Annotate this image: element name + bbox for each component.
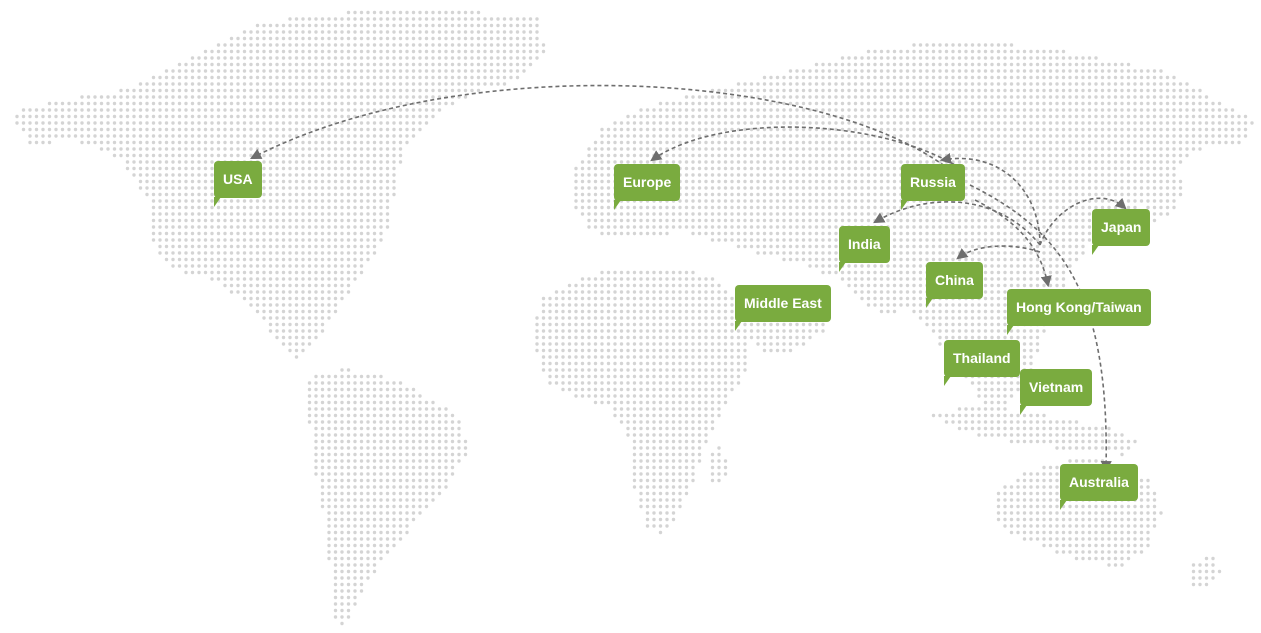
region-label-usa[interactable]: USA xyxy=(214,161,262,207)
region-label-europe[interactable]: Europe xyxy=(614,164,681,210)
route-to-japan xyxy=(1039,197,1127,246)
region-name: Japan xyxy=(1101,219,1142,235)
region-name: China xyxy=(935,272,974,288)
region-label-australia[interactable]: Australia xyxy=(1060,464,1138,510)
region-label-india[interactable]: India xyxy=(839,226,890,272)
region-label-china[interactable]: China xyxy=(926,262,983,308)
bubble-tail xyxy=(926,298,933,308)
route-to-australia xyxy=(969,184,1112,473)
continent-dots xyxy=(15,10,1254,626)
bubble-tail xyxy=(1007,325,1014,335)
region-label-hong-kong-taiwan[interactable]: Hong Kong/Taiwan xyxy=(1007,289,1151,335)
bubble-tail xyxy=(901,200,908,210)
region-label-vietnam[interactable]: Vietnam xyxy=(1020,369,1093,415)
region-name: Hong Kong/Taiwan xyxy=(1016,299,1142,315)
route-to-china xyxy=(956,245,1041,260)
region-label-middle-east[interactable]: Middle East xyxy=(735,285,831,331)
route-to-usa xyxy=(250,84,951,171)
bubble-tail xyxy=(1092,245,1099,255)
region-name: India xyxy=(848,236,881,252)
region-name: Middle East xyxy=(744,295,822,311)
bubble-tail xyxy=(1020,405,1027,415)
route-to-india xyxy=(873,201,1041,246)
region-name: Thailand xyxy=(953,350,1011,366)
bubble-tail xyxy=(735,321,742,331)
region-name: Australia xyxy=(1069,474,1129,490)
bubble-tail xyxy=(614,200,621,210)
region-label-thailand[interactable]: Thailand xyxy=(944,340,1020,386)
bubble-tail xyxy=(944,376,951,386)
region-label-japan[interactable]: Japan xyxy=(1092,209,1151,255)
bubble-tail xyxy=(214,197,221,207)
region-name: Russia xyxy=(910,174,956,190)
region-label-russia[interactable]: Russia xyxy=(901,164,965,210)
region-name: USA xyxy=(223,171,253,187)
bubble-tail xyxy=(1060,500,1067,510)
region-name: Europe xyxy=(623,174,672,190)
region-name: Vietnam xyxy=(1029,379,1084,395)
bubble-tail xyxy=(839,262,846,272)
